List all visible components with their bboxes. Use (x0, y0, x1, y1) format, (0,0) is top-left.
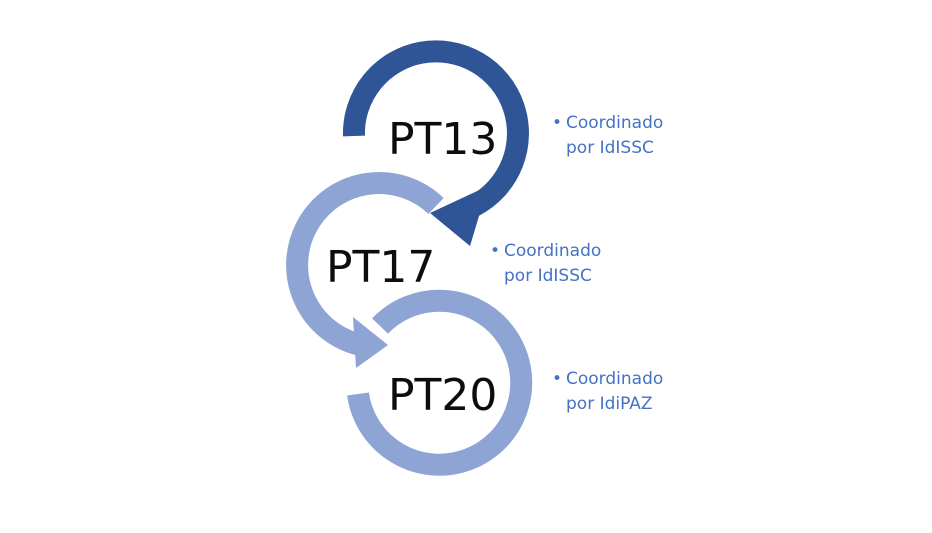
pt13-note-line1: Coordinado (566, 113, 664, 133)
bullet-icon: • (552, 113, 563, 133)
pt17-note-line1: Coordinado (504, 241, 602, 261)
pt17-note-line2: por IdISSC (504, 266, 592, 286)
pt20-label: PT20 (388, 370, 498, 421)
pt13-arc (342, 40, 529, 216)
pt17-label: PT17 (326, 242, 436, 293)
pt13-arrowhead (430, 186, 488, 246)
pt13-note-line2: por IdISSC (566, 138, 654, 158)
pt17-note: • Coordinado por IdISSC (490, 239, 601, 289)
pt20-note-line1: Coordinado (566, 369, 664, 389)
pt17-arrowhead (353, 317, 388, 368)
pt20-arc (347, 289, 533, 476)
pt20-note: • Coordinado por IdiPAZ (552, 367, 663, 417)
pt13-note: • Coordinado por IdISSC (552, 111, 663, 161)
pt13-label: PT13 (388, 114, 498, 165)
bullet-icon: • (552, 369, 563, 389)
bullet-icon: • (490, 241, 501, 261)
pt17-arc (286, 172, 444, 357)
pt20-note-line2: por IdiPAZ (566, 394, 653, 414)
